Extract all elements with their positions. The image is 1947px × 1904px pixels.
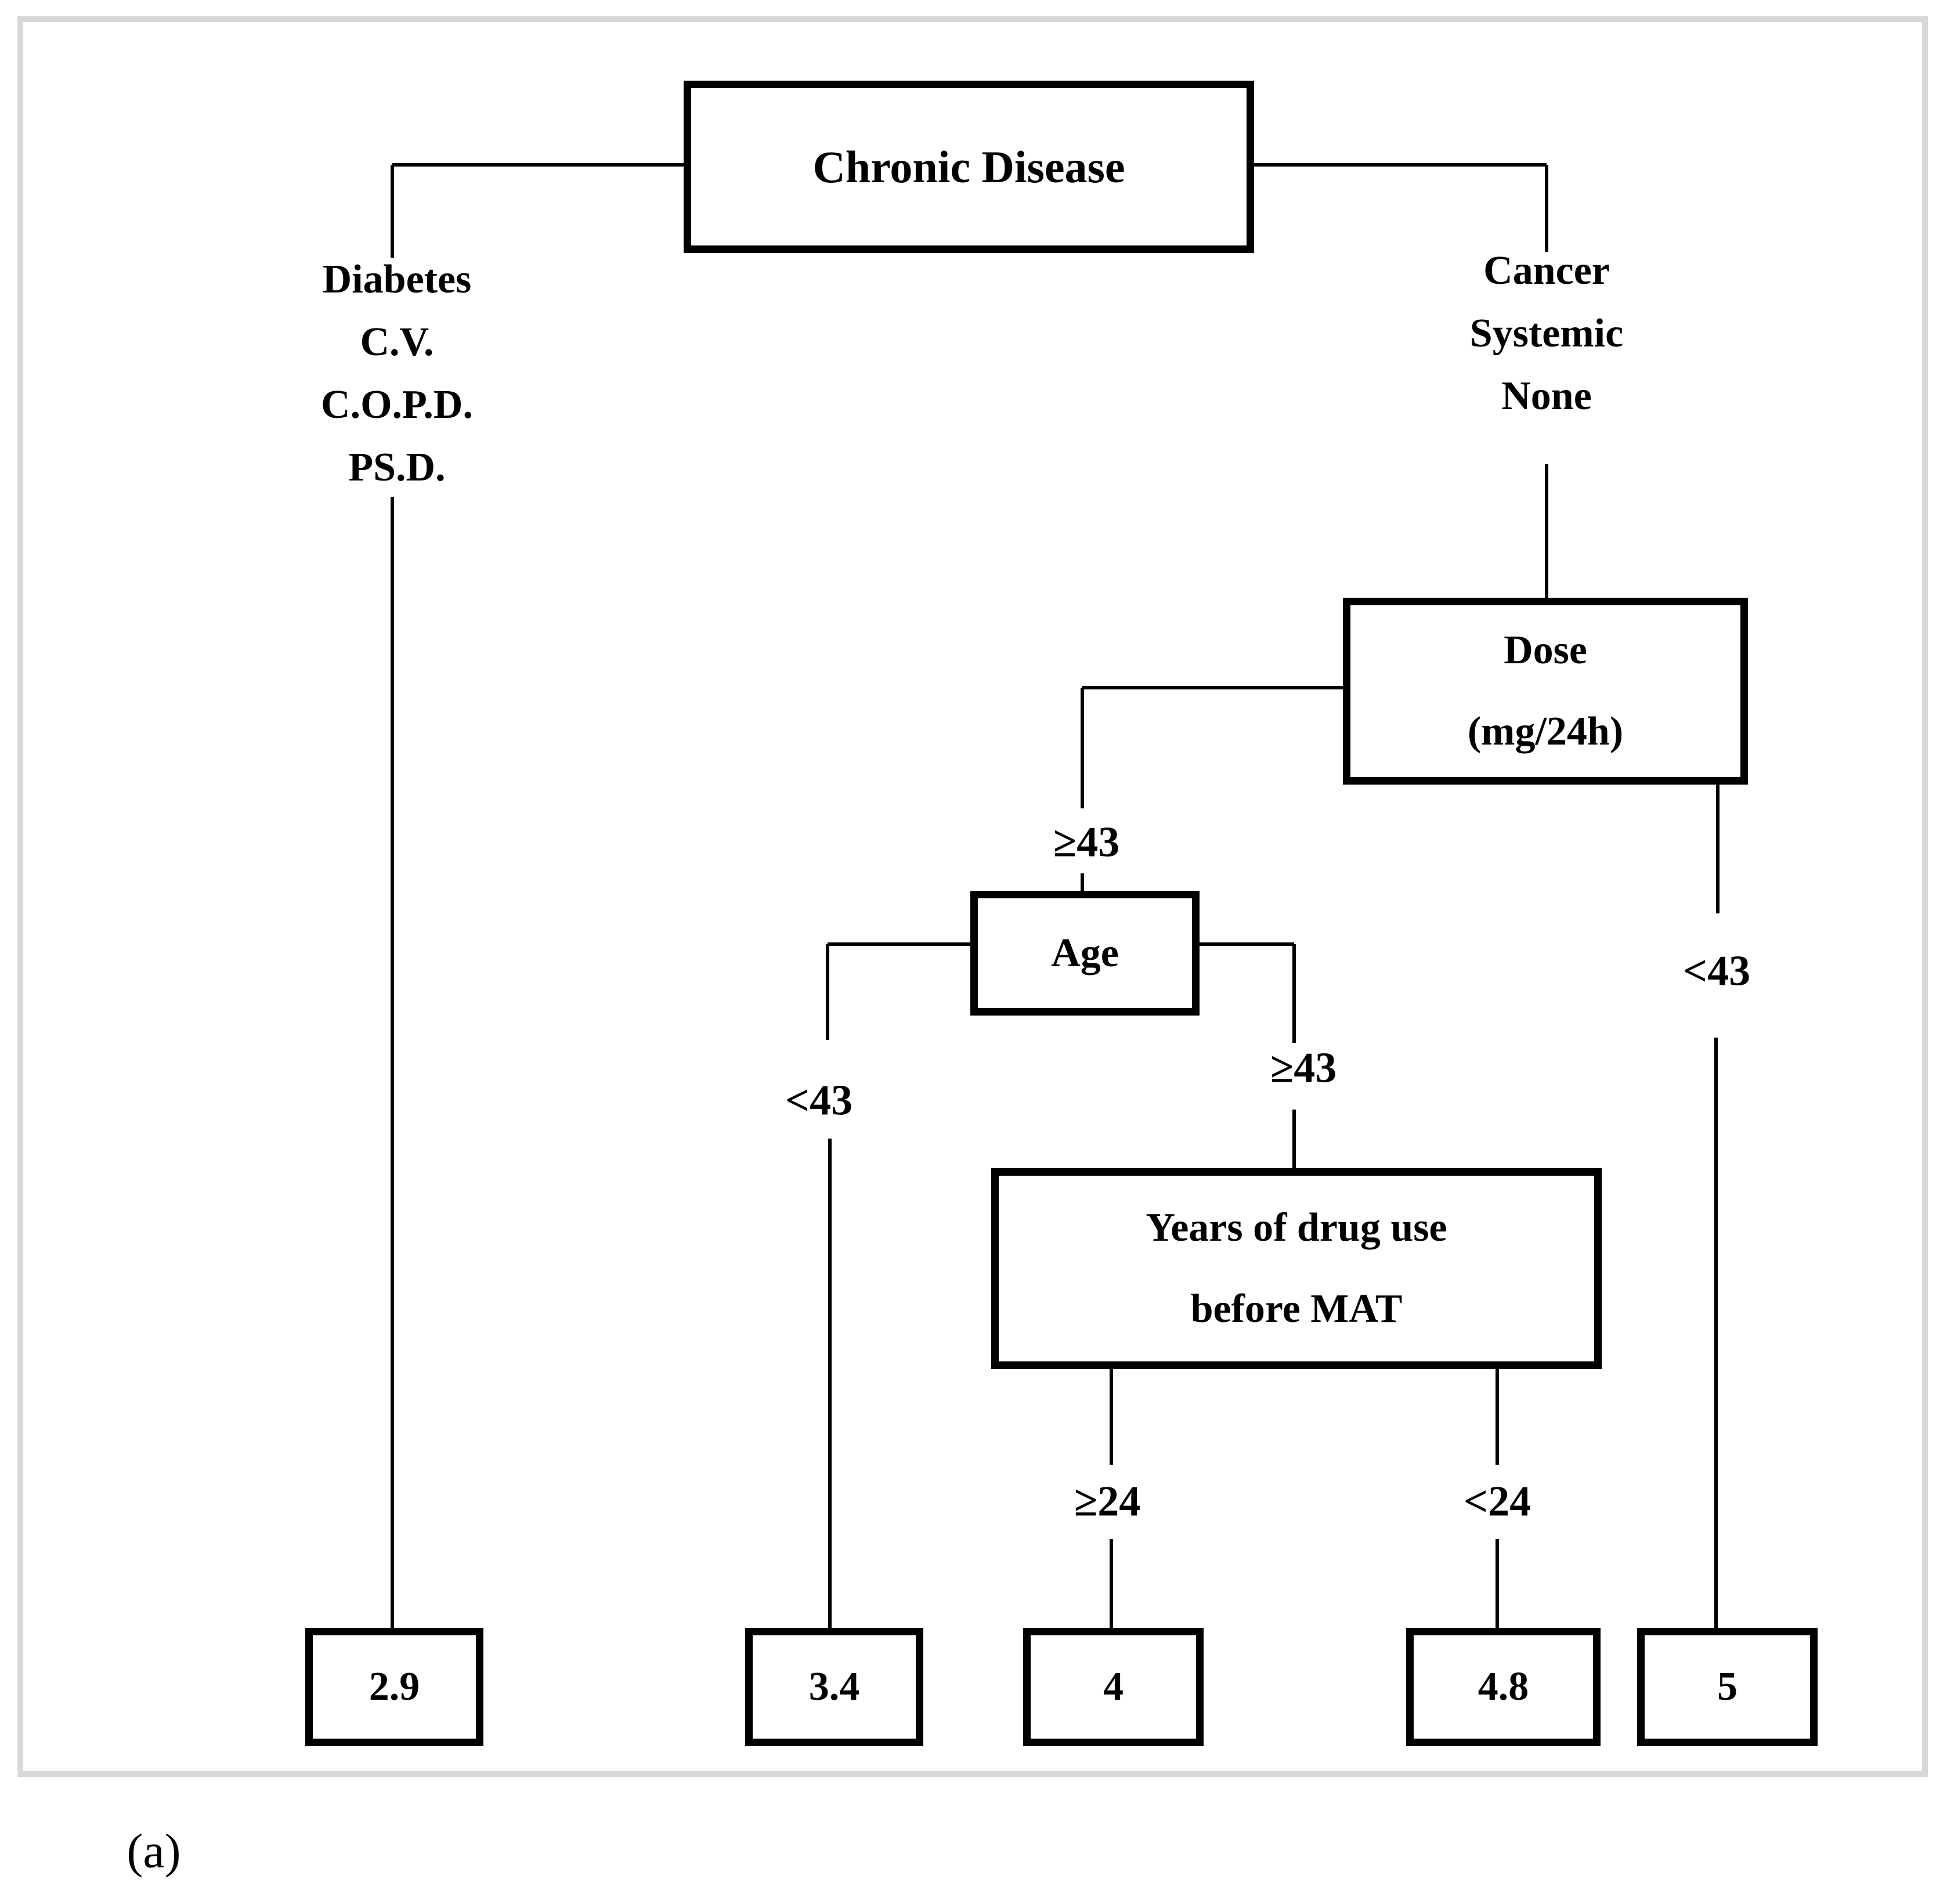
connector-years-left-vertical-upper bbox=[1110, 1369, 1113, 1465]
connector-dose-left-horizontal bbox=[1082, 686, 1343, 689]
outer-frame bbox=[17, 16, 1928, 1777]
connector-dose-left-vertical-lower bbox=[1081, 873, 1084, 891]
branch-labels-chronic-right: Cancer Systemic None bbox=[1470, 251, 1623, 417]
branch-labels-chronic-left: Diabetes C.V. C.O.P.D. PS.D. bbox=[321, 259, 473, 488]
node-dose: Dose (mg/24h) bbox=[1343, 598, 1748, 785]
condition-age-left: <43 bbox=[785, 1076, 853, 1125]
condition-dose-right: <43 bbox=[1682, 947, 1751, 995]
leaf-value: 4.8 bbox=[1478, 1664, 1529, 1709]
connector-age-left-vertical-upper bbox=[826, 944, 829, 1040]
node-dose-label-line2: (mg/24h) bbox=[1467, 709, 1624, 754]
branch-label-cv: C.V. bbox=[360, 320, 434, 364]
branch-label-none: None bbox=[1501, 374, 1592, 418]
leaf-value: 4 bbox=[1103, 1664, 1124, 1709]
leaf-value: 2.9 bbox=[369, 1664, 420, 1709]
connector-age-left-horizontal bbox=[828, 942, 970, 946]
node-age: Age bbox=[970, 891, 1200, 1016]
condition-age-right: ≥43 bbox=[1270, 1044, 1337, 1092]
node-years-label-line2: before MAT bbox=[1190, 1287, 1403, 1331]
connector-root-right-vertical-upper bbox=[1545, 165, 1548, 252]
connector-dose-right-vertical-lower bbox=[1714, 1038, 1718, 1628]
connector-years-right-vertical-lower bbox=[1496, 1539, 1499, 1628]
node-age-label: Age bbox=[1051, 930, 1119, 976]
leaf-value: 3.4 bbox=[808, 1664, 860, 1709]
condition-dose-left: ≥43 bbox=[1053, 818, 1120, 866]
node-chronic-disease: Chronic Disease bbox=[684, 81, 1254, 253]
connector-years-left-vertical-lower bbox=[1110, 1539, 1113, 1628]
node-chronic-disease-label: Chronic Disease bbox=[812, 141, 1125, 192]
connector-root-right-vertical-lower bbox=[1545, 464, 1548, 598]
connector-age-right-horizontal bbox=[1200, 942, 1294, 946]
connector-dose-left-vertical-upper bbox=[1081, 688, 1084, 808]
connector-age-left-vertical-lower bbox=[828, 1139, 832, 1628]
connector-dose-right-vertical-upper bbox=[1716, 785, 1720, 913]
leaf-node-3-4: 3.4 bbox=[745, 1628, 923, 1746]
leaf-node-4: 4 bbox=[1023, 1628, 1204, 1746]
leaf-value: 5 bbox=[1717, 1664, 1738, 1709]
connector-age-right-vertical-upper bbox=[1292, 944, 1296, 1043]
leaf-node-2-9: 2.9 bbox=[305, 1628, 483, 1746]
node-dose-label-line1: Dose bbox=[1504, 628, 1587, 673]
connector-root-left-horizontal bbox=[392, 163, 684, 167]
branch-label-systemic: Systemic bbox=[1469, 311, 1624, 356]
connector-root-left-vertical-lower bbox=[391, 497, 394, 1628]
branch-label-copd: C.O.P.D. bbox=[321, 382, 473, 427]
branch-label-diabetes: Diabetes bbox=[322, 257, 472, 302]
connector-root-left-vertical-upper bbox=[391, 165, 394, 258]
branch-label-psd: PS.D. bbox=[348, 445, 446, 490]
node-years-label-line1: Years of drug use bbox=[1146, 1205, 1447, 1250]
leaf-node-5: 5 bbox=[1637, 1628, 1818, 1746]
connector-age-right-vertical-lower bbox=[1292, 1110, 1296, 1168]
condition-years-left: ≥24 bbox=[1074, 1477, 1141, 1526]
connector-root-right-horizontal bbox=[1254, 163, 1547, 167]
connector-years-right-vertical-upper bbox=[1496, 1369, 1499, 1465]
condition-years-right: <24 bbox=[1463, 1477, 1531, 1526]
node-years-of-drug-use: Years of drug use before MAT bbox=[991, 1168, 1602, 1369]
leaf-node-4-8: 4.8 bbox=[1406, 1628, 1601, 1746]
branch-label-cancer: Cancer bbox=[1483, 248, 1610, 293]
figure-label: (a) bbox=[127, 1824, 181, 1878]
